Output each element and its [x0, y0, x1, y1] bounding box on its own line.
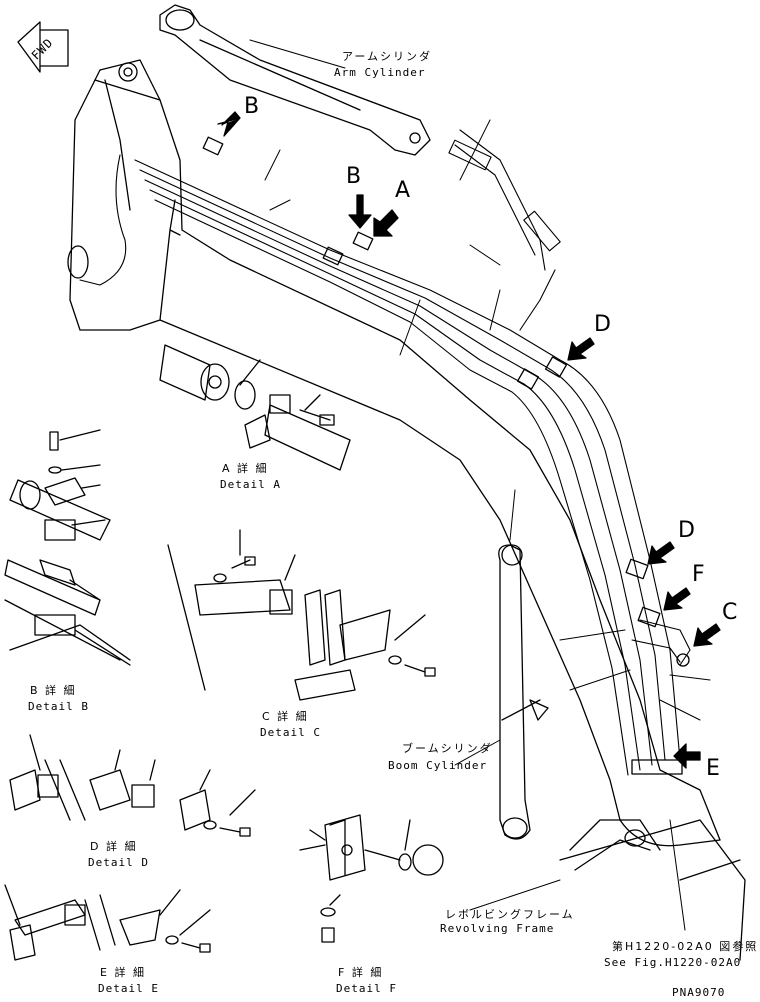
detail-b-caption-en: Detail B: [28, 700, 89, 713]
boom-cylinder: [498, 544, 549, 840]
arrow-b-top-icon: [217, 111, 241, 137]
detail-f-caption-jp: F 詳 細: [338, 966, 384, 979]
callout-b-top: B: [244, 94, 260, 119]
fwd-arrow-icon: [17, 21, 69, 73]
arrow-d-top-icon: [567, 337, 595, 361]
detail-b-drawing: [4, 429, 131, 666]
detail-d-caption-jp: D 詳 細: [90, 840, 138, 853]
boom-cylinder-label-en: Boom Cylinder: [388, 759, 488, 772]
callout-d-top: D: [594, 312, 611, 337]
boom-cylinder-label-jp: ブームシリンダ: [402, 742, 493, 755]
detail-e-caption-en: Detail E: [98, 982, 159, 995]
detail-c-drawing: [167, 529, 436, 701]
hydraulic-pipes: [79, 129, 691, 776]
detail-c-caption-en: Detail C: [260, 726, 321, 739]
arm-cylinder: [159, 4, 431, 156]
detail-e-drawing: [4, 884, 211, 961]
detail-a-drawing: [159, 344, 351, 471]
detail-f-drawing: [299, 814, 444, 943]
callout-c: C: [722, 600, 738, 625]
revolving-frame-label-en: Revolving Frame: [440, 922, 555, 935]
detail-e-caption-jp: E 詳 細: [100, 966, 146, 979]
arm-cylinder-label-en: Arm Cylinder: [334, 66, 426, 79]
arrow-c-icon: [693, 623, 721, 647]
revolving-frame: [559, 819, 746, 961]
drawing-code: PNA9070: [672, 986, 726, 999]
detail-d-caption-en: Detail D: [88, 856, 149, 869]
callout-d-bottom: D: [678, 518, 695, 543]
arrow-e-icon: [673, 743, 701, 769]
arm-cylinder-label-jp: アームシリンダ: [342, 50, 433, 63]
see-fig-label-jp: 第H1220-02A0 図参照: [612, 940, 759, 953]
detail-c-caption-jp: C 詳 細: [262, 710, 309, 723]
detail-f-caption-en: Detail F: [336, 982, 397, 995]
callout-e: E: [706, 756, 720, 781]
detail-a-caption-jp: A 詳 細: [222, 462, 269, 475]
boom-body: [67, 59, 721, 847]
arrow-d-bottom-icon: [647, 541, 675, 565]
revolving-frame-label-jp: レボルビングフレーム: [445, 908, 575, 921]
detail-b-caption-jp: B 詳 細: [30, 684, 77, 697]
pipe-clamps: [202, 136, 690, 775]
callout-arrows: [217, 111, 721, 769]
arrow-a-icon: [373, 209, 399, 237]
see-fig-label-en: See Fig.H1220-02A0: [604, 956, 742, 969]
arrow-f-icon: [663, 587, 691, 611]
callout-f: F: [692, 562, 705, 587]
detail-d-drawing: [9, 734, 256, 837]
callout-b-mid: B: [346, 164, 362, 189]
leader-lines: [249, 39, 711, 931]
detail-a-caption-en: Detail A: [220, 478, 281, 491]
arrow-b-mid-icon: [348, 194, 372, 229]
callout-a: A: [395, 178, 411, 203]
